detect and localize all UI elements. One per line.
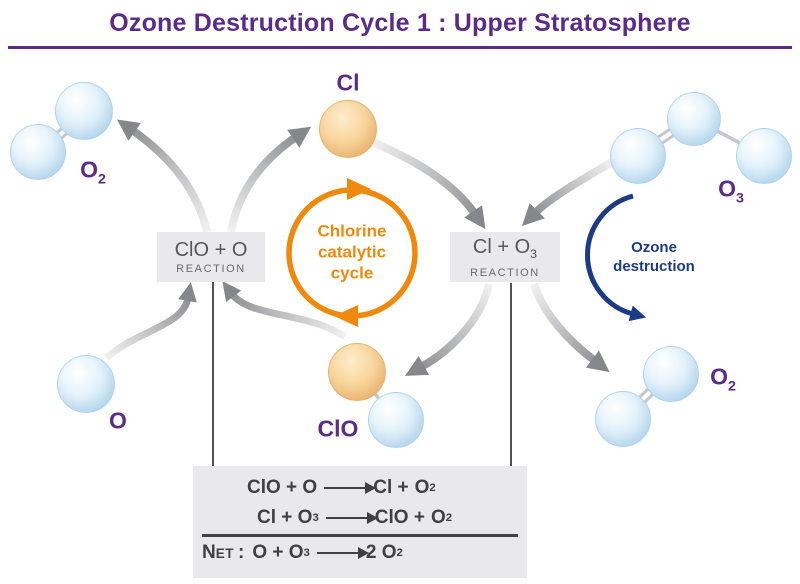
long-arrow-icon <box>324 480 377 495</box>
o3-atom-right <box>736 128 792 184</box>
o2-topleft-atom-1 <box>10 124 66 180</box>
label-o2-topleft: O2 <box>80 156 106 188</box>
arrow-o-to-cloo <box>103 282 197 361</box>
reaction-box-cl-o3: Cl + O3 REACTION <box>450 232 560 282</box>
connector-left <box>212 281 240 493</box>
long-arrow-icon <box>316 545 369 560</box>
reaction-formula: Cl + O3 <box>472 235 538 261</box>
label-o: O <box>109 407 127 434</box>
flow-arrows <box>103 119 615 376</box>
catalytic-cycle-circle <box>286 178 418 327</box>
ozone-destruction-label: Ozone destruction <box>613 239 695 275</box>
page-title: Ozone Destruction Cycle 1 : Upper Strato… <box>109 9 691 37</box>
arrow-cloo-to-cl <box>227 126 312 233</box>
label-clo: ClO <box>317 415 359 442</box>
reaction-formula: ClO + O <box>174 239 248 261</box>
label-o3: O3 <box>718 175 744 207</box>
cl-atom <box>319 100 377 158</box>
arrow-o3-to-clo3 <box>522 158 615 226</box>
arrow-clo3-to-o2 <box>530 282 610 373</box>
arrow-cloo-to-o2 <box>116 119 211 233</box>
label-cl: Cl <box>336 69 360 96</box>
arrow-clo-to-cloo <box>222 281 348 340</box>
ozone-destruction-arc <box>585 193 647 322</box>
o2-bottomright-atom-1 <box>643 346 699 402</box>
reaction-summary-box <box>193 466 527 578</box>
reaction-box-clo-o: ClO + O REACTION <box>157 232 265 282</box>
reaction-label: REACTION <box>176 263 246 275</box>
clo-atom-o <box>368 392 424 448</box>
clo-atom-cl <box>328 343 386 401</box>
title-underline <box>8 46 792 49</box>
o2-topleft-atom-2 <box>55 82 113 140</box>
o3-atom-left <box>610 128 666 184</box>
arrow-clo3-to-clo <box>404 283 493 376</box>
o2-bottomright-atom-2 <box>595 391 651 447</box>
o-atom <box>57 355 115 413</box>
long-arrow-icon <box>325 510 378 525</box>
o3-atom-center <box>667 92 721 146</box>
reaction-label: REACTION <box>470 266 540 279</box>
summary-divider <box>202 534 518 537</box>
chlorine-catalytic-cycle-label: Chlorine catalytic cycle <box>317 221 387 283</box>
label-o2-bottomright: O2 <box>710 363 736 395</box>
cycle-arrowhead-bottom <box>334 305 358 327</box>
arrow-cl-to-clo3 <box>370 138 486 230</box>
cycle-arrowhead-top <box>347 178 371 200</box>
